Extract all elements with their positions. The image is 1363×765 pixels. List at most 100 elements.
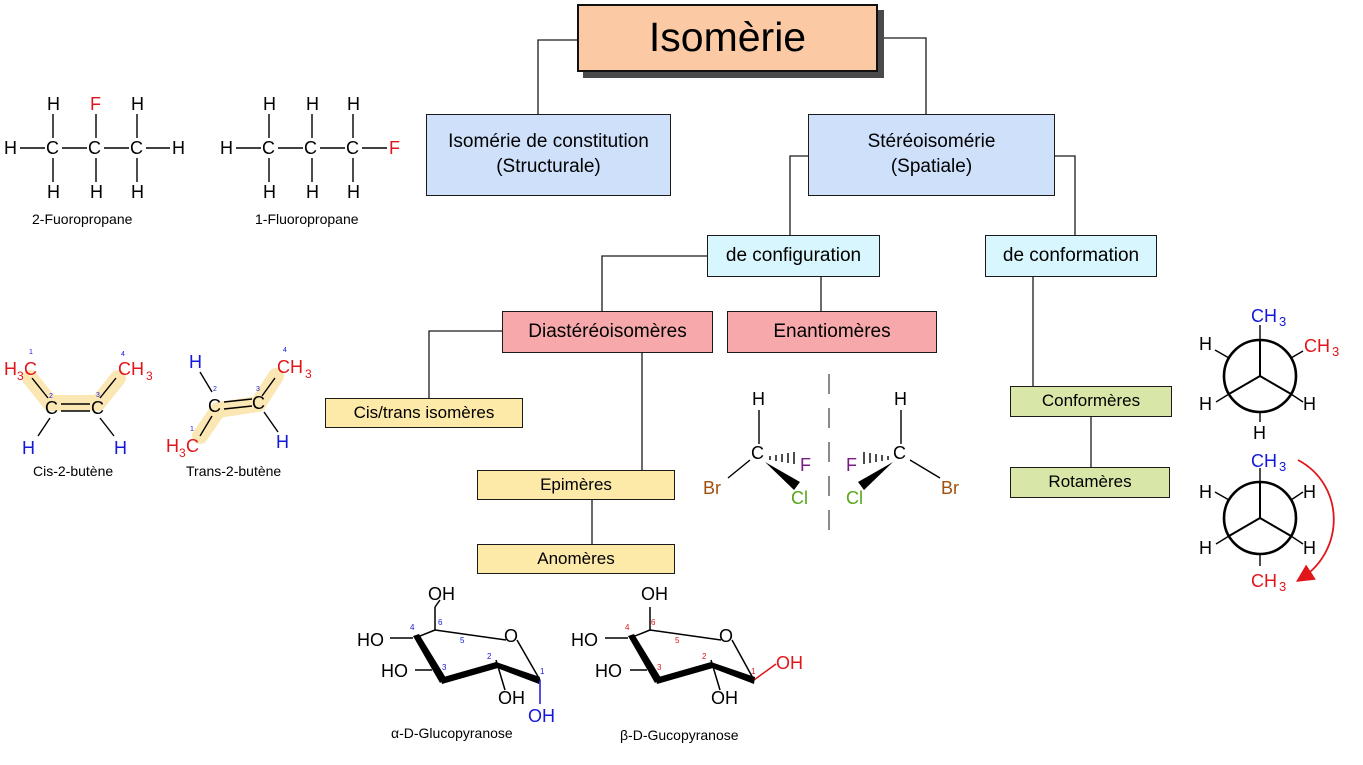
atom-o: O: [719, 626, 733, 646]
locant-4: 4: [121, 351, 125, 358]
atom-h: H: [347, 94, 360, 114]
atom-oh: OH: [641, 584, 668, 604]
subscript-3: 3: [146, 369, 153, 383]
atom-ch: CH: [1304, 336, 1330, 356]
atom-cl: Cl: [846, 488, 863, 508]
connector-configuration-diastereo: [601, 255, 707, 311]
molecule-1-fluoropropane: H C C C F H H H H H H 1-Fluoropropane: [220, 94, 400, 227]
node-anomeres-text: Anomères: [537, 548, 615, 568]
locant-1: 1: [751, 667, 756, 676]
connector-title-stereo: [878, 37, 927, 114]
molecule-cis-2-butene: H 3 C CH 3 C C H H 1 2 3 4 Cis-2-butène: [4, 349, 153, 479]
atom-ho: HO: [381, 661, 408, 681]
atom-c: C: [91, 398, 104, 418]
atom-h: H: [276, 432, 289, 452]
locant-3: 3: [442, 663, 447, 672]
atom-c: C: [751, 443, 764, 463]
atom-h: H: [90, 182, 103, 202]
node-diastereo-text: Diastéréoisomères: [528, 320, 687, 342]
connector-stereo-configuration: [789, 155, 808, 235]
atom-oh: OH: [711, 688, 738, 708]
node-stereo-line1: Stéréoisomérie: [867, 131, 996, 153]
atom-ch: CH: [277, 357, 303, 377]
atom-br: Br: [941, 478, 959, 498]
caption-2-fluoropropane: 2-Fuoropropane: [32, 211, 133, 227]
locant-2: 2: [702, 652, 707, 661]
node-epimeres-text: Epimères: [540, 474, 612, 494]
connector-title-constitution: [537, 39, 578, 114]
atom-f: F: [800, 455, 811, 475]
atom-h: H: [22, 438, 35, 458]
locant-4: 4: [625, 623, 630, 632]
atom-h: H: [306, 182, 319, 202]
node-stereo: Stéréoisomérie (Spatiale): [808, 114, 1055, 196]
node-cistrans: Cis/trans isomères: [325, 398, 523, 428]
newman-projection-staggered: CH 3 CH 3 H H H H: [1199, 306, 1339, 443]
subscript-3: 3: [179, 446, 186, 460]
atom-h: H: [47, 182, 60, 202]
subscript-3: 3: [1279, 579, 1286, 594]
atom-h: H: [172, 138, 185, 158]
subscript-3: 3: [1279, 459, 1286, 474]
locant-1: 1: [190, 426, 194, 433]
atom-c: C: [252, 393, 265, 413]
atom-c: C: [186, 436, 199, 456]
atom-h: H: [347, 182, 360, 202]
atom-h: H: [752, 389, 765, 409]
atom-c: C: [24, 359, 37, 379]
atom-c: C: [346, 138, 359, 158]
atom-c: C: [893, 443, 906, 463]
molecule-beta-glucopyranose: OH O HO HO OH OH 1 2 3 4 5 6 β-D-Gucopyr…: [571, 584, 803, 743]
node-rotameres-text: Rotamères: [1048, 472, 1132, 492]
molecule-2-fluoropropane: H C C C H H F H H H H 2-Fuoropropane: [4, 94, 185, 227]
node-configuration: de configuration: [707, 235, 880, 277]
atom-br: Br: [703, 478, 721, 498]
molecule-trans-2-butene: H CH 3 C C H 3 C H 1 2 3 4 Trans-2-butèn…: [166, 347, 312, 479]
subscript-3: 3: [1332, 344, 1339, 359]
node-stereo-line2: (Spatiale): [890, 156, 973, 177]
node-conformation: de conformation: [985, 235, 1157, 277]
atom-oh: OH: [528, 706, 555, 726]
locant-1: 1: [540, 667, 545, 676]
node-anomeres: Anomères: [477, 544, 675, 574]
atom-ho: HO: [595, 661, 622, 681]
atom-h: H: [131, 182, 144, 202]
caption-trans-2-butene: Trans-2-butène: [186, 463, 281, 479]
atom-h: H: [1253, 423, 1266, 443]
atom-h: H: [1303, 538, 1316, 558]
locant-3: 3: [657, 663, 662, 672]
locant-1: 1: [29, 349, 33, 356]
atom-h: H: [894, 389, 907, 409]
atom-c: C: [46, 138, 59, 158]
atom-h: H: [47, 94, 60, 114]
atom-oh: OH: [428, 584, 455, 604]
atom-cl: Cl: [791, 488, 808, 508]
caption-cis-2-butene: Cis-2-butène: [33, 463, 113, 479]
node-enantio-text: Enantiomères: [773, 320, 891, 342]
atom-ch: CH: [1251, 306, 1277, 326]
node-conformeres: Conformères: [1010, 386, 1172, 417]
atom-h: H: [1199, 334, 1212, 354]
atom-c: C: [304, 138, 317, 158]
locant-6: 6: [651, 618, 656, 627]
node-cistrans-text: Cis/trans isomères: [353, 402, 495, 422]
atom-o: O: [504, 626, 518, 646]
locant-3: 3: [96, 392, 100, 399]
atom-h: H: [4, 138, 17, 158]
diagram-title: Isomèrie: [577, 4, 878, 72]
locant-5: 5: [460, 636, 465, 645]
atom-h: H: [1199, 482, 1212, 502]
enantiomer-right: H C F Br Cl: [846, 389, 959, 508]
node-constitution-line1: Isomérie de constitution: [448, 131, 649, 153]
atom-f: F: [90, 94, 101, 114]
connector-diastereo-cistrans: [428, 330, 502, 398]
locant-6: 6: [438, 618, 443, 627]
subscript-3: 3: [1279, 314, 1286, 329]
locant-2: 2: [49, 393, 53, 400]
atom-c: C: [130, 138, 143, 158]
node-conformeres-text: Conformères: [1041, 391, 1141, 411]
node-configuration-text: de configuration: [725, 244, 862, 266]
